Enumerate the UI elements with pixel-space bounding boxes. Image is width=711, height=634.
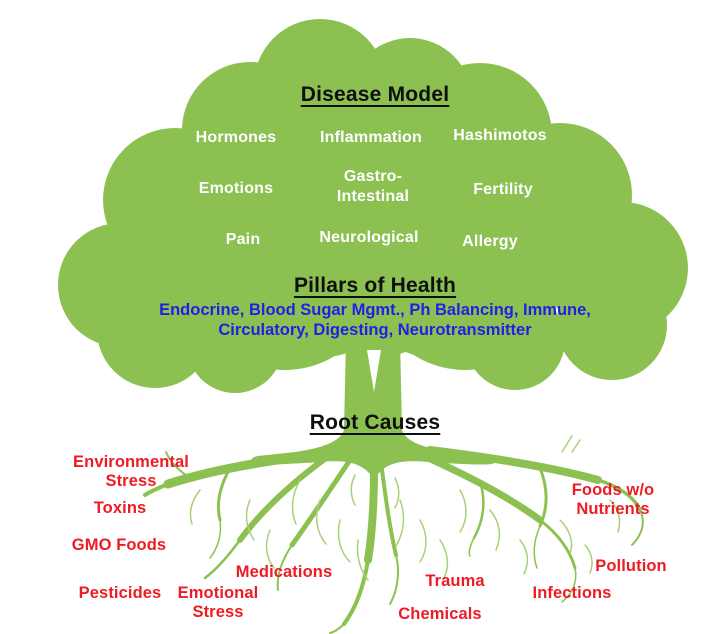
tree-roots-fine [189,435,621,581]
canopy-label-gastro-intestinal: Gastro- Intestinal [336,168,410,205]
root-label-gmo-foods: GMO Foods [71,536,167,554]
canopy-label-neurological: Neurological [319,229,419,246]
root-causes-heading: Root Causes [309,411,441,434]
root-label-environmental-stress: Environmental Stress [73,453,189,490]
tree-canopy [58,19,688,478]
canopy-label-inflammation: Inflammation [320,129,422,146]
tree-trunk [251,338,495,478]
root-label-chemicals: Chemicals [398,605,482,623]
pillars-of-health-list: Endocrine, Blood Sugar Mgmt., Ph Balanci… [159,301,591,340]
pillars-of-health-heading: Pillars of Health [293,274,457,297]
canopy-label-fertility: Fertility [473,181,533,198]
canopy-label-hashimotos: Hashimotos [453,127,547,144]
root-label-toxins: Toxins [93,499,147,517]
root-label-infections: Infections [532,584,612,602]
root-label-trauma: Trauma [425,572,485,590]
trunk-split-gap [367,350,381,392]
root-label-pollution: Pollution [595,557,667,575]
tree-roots [143,446,644,634]
root-label-emotional-stress: Emotional Stress [177,584,259,621]
root-label-medications: Medications [235,563,333,581]
canopy-label-pain: Pain [225,231,261,248]
canopy-label-allergy: Allergy [462,233,518,250]
disease-model-heading: Disease Model [300,83,450,106]
root-label-foods-wo-nutrients: Foods w/o Nutrients [571,481,655,518]
canopy-label-hormones: Hormones [195,129,277,146]
root-label-pesticides: Pesticides [78,584,162,602]
canopy-label-emotions: Emotions [198,180,274,197]
